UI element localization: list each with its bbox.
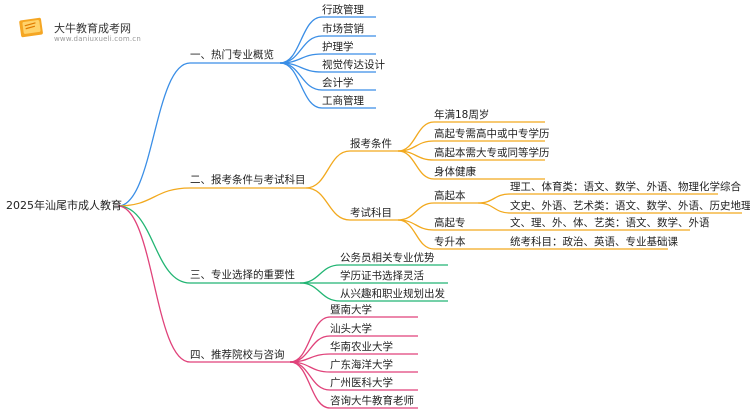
condition-item[interactable]: 身体健康 — [434, 166, 476, 178]
logo-url: www.daniuxueli.com.cn — [54, 35, 141, 43]
branch-3-label[interactable]: 三、专业选择的重要性 — [190, 269, 295, 281]
branch-3-item[interactable]: 学历证书选择灵活 — [340, 270, 424, 282]
condition-item[interactable]: 高起专需高中或中专学历 — [434, 128, 550, 140]
exam-level[interactable]: 专升本 — [434, 236, 466, 248]
condition-item[interactable]: 高起本需大专或同等学历 — [434, 147, 550, 159]
connector-branch-1-item — [279, 16, 323, 64]
connector-branch-4-item — [289, 316, 331, 363]
logo-name: 大牛教育成考网 — [54, 22, 131, 35]
connector-branch-4-item — [289, 361, 331, 409]
branch-4-item[interactable]: 咨询大牛教育老师 — [330, 395, 414, 407]
branch-1-item[interactable]: 会计学 — [322, 77, 354, 89]
branch-1-item[interactable]: 市场营销 — [322, 23, 364, 35]
branch-4-label[interactable]: 四、推荐院校与咨询 — [190, 349, 285, 361]
branch-2-sub-label[interactable]: 报考条件 — [350, 138, 392, 150]
branch-4-item[interactable]: 暨南大学 — [330, 304, 372, 316]
branch-1-item[interactable]: 工商管理 — [322, 95, 364, 107]
connector-root-branch-2 — [117, 187, 191, 207]
branch-2-sub-label[interactable]: 考试科目 — [350, 207, 392, 219]
exam-detail[interactable]: 理工、体育类：语文、数学、外语、物理化学综合 — [510, 181, 741, 193]
connector-exam-detail — [477, 193, 511, 204]
branch-1-item[interactable]: 护理学 — [322, 41, 354, 53]
connector-exam-level — [397, 202, 435, 221]
exam-detail[interactable]: 统考科目：政治、英语、专业基础课 — [510, 236, 678, 248]
connector-branch-1-item — [279, 62, 323, 109]
condition-item[interactable]: 年满18周岁 — [434, 109, 490, 121]
site-logo[interactable]: 大牛教育成考网 www.daniuxueli.com.cn — [14, 10, 204, 44]
branch-4-item[interactable]: 广东海洋大学 — [330, 359, 393, 371]
connector-branch-3-item — [299, 282, 341, 302]
connector-branch-3-item — [299, 264, 341, 284]
branch-2-label[interactable]: 二、报考条件与考试科目 — [190, 174, 306, 186]
exam-level[interactable]: 高起本 — [434, 190, 466, 202]
connector-root-branch-4 — [117, 205, 191, 363]
connector-root-branch-1 — [117, 62, 191, 207]
connector-branch-2-sub — [305, 187, 351, 221]
branch-4-item[interactable]: 汕头大学 — [330, 323, 372, 335]
branch-3-item[interactable]: 公务员相关专业优势 — [340, 252, 435, 264]
connector-exam-level — [397, 219, 435, 250]
exam-detail[interactable]: 文史、外语、艺术类：语文、数学、外语、历史地理综合 — [510, 200, 750, 212]
branch-3-item[interactable]: 从兴趣和职业规划出发 — [340, 288, 445, 300]
branch-1-label[interactable]: 一、热门专业概览 — [190, 49, 274, 61]
branch-1-item[interactable]: 行政管理 — [322, 4, 364, 16]
connector-branch-2-sub — [305, 150, 351, 189]
book-logo-icon — [19, 17, 43, 38]
connector-root-branch-3 — [117, 205, 191, 284]
exam-level[interactable]: 高起专 — [434, 217, 466, 229]
branch-4-item[interactable]: 广州医科大学 — [330, 377, 393, 389]
connector-condition-item — [397, 150, 435, 180]
root-node[interactable]: 2025年汕尾市成人教育 — [6, 199, 122, 212]
branch-1-item[interactable]: 视觉传达设计 — [322, 59, 385, 71]
branch-4-item[interactable]: 华南农业大学 — [330, 341, 393, 353]
connector-exam-detail — [477, 202, 511, 214]
exam-detail[interactable]: 文、理、外、体、艺类：语文、数学、外语 — [510, 217, 710, 229]
